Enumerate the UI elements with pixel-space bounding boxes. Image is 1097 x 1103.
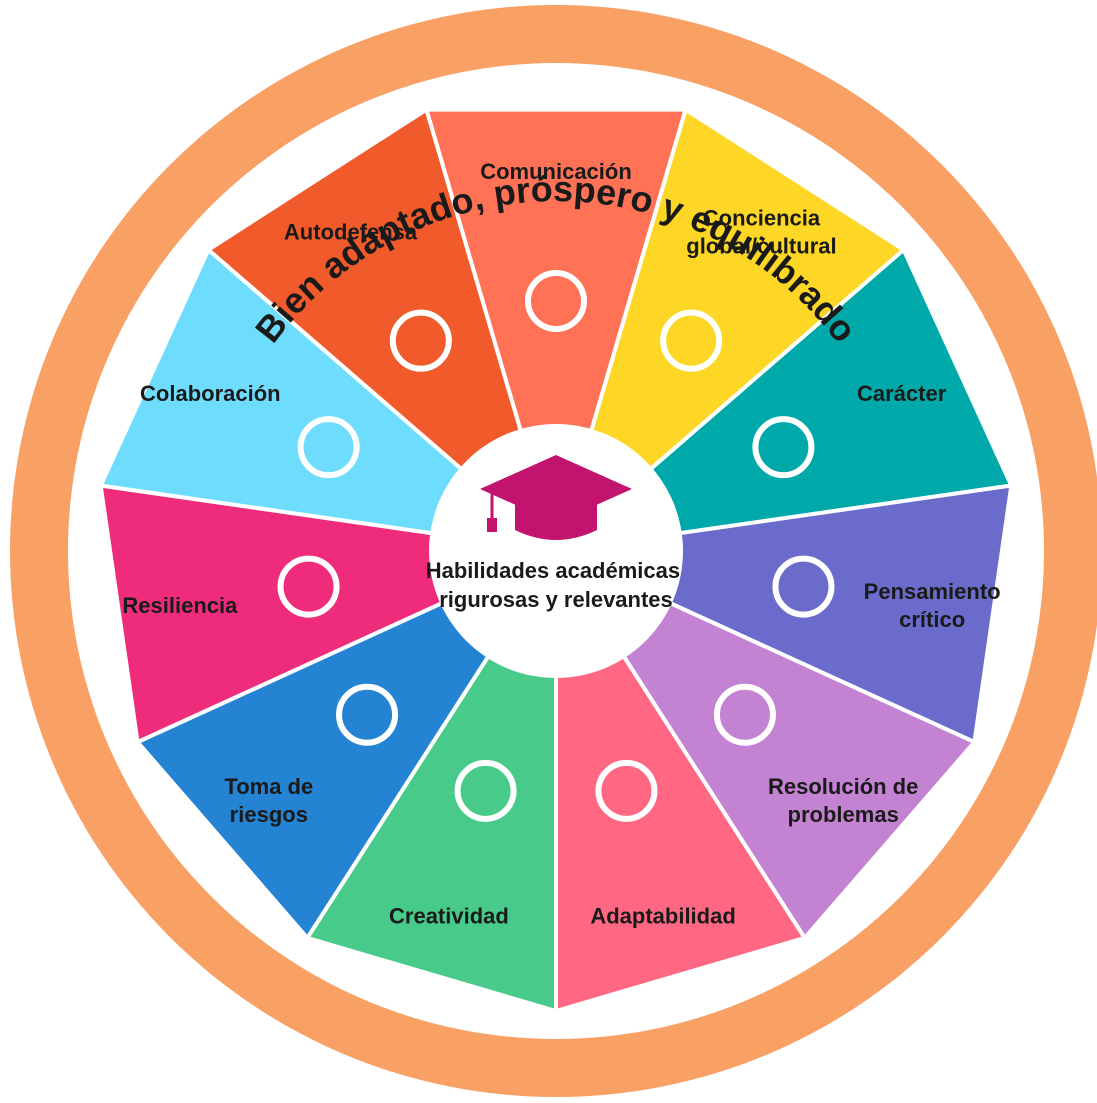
label-comunicacion: Comunicación [480, 159, 632, 184]
speech-bubbles-icon [525, 270, 587, 332]
scales-icon [752, 416, 815, 479]
gears-icon [772, 555, 835, 618]
label-creatividad: Creatividad [389, 904, 509, 929]
bounce-arrow-icon [277, 555, 340, 618]
branching-arrows-icon [595, 759, 658, 822]
label-colaboracion: Colaboración [140, 381, 281, 406]
high-five-icon [297, 416, 360, 479]
tightrope-walker-icon [336, 683, 399, 746]
open-box-star-icon [454, 759, 517, 822]
segment-autodefensa [205, 106, 560, 557]
flag-climber-icon [389, 309, 452, 372]
label-adaptabilidad: Adaptabilidad [590, 904, 735, 929]
center-label: Habilidades académicas rigurosas y relev… [426, 558, 686, 612]
label-resiliencia: Resiliencia [122, 593, 238, 618]
graduation-cap-icon [480, 455, 632, 540]
label-autodefensa: Autodefensa [284, 219, 418, 244]
puzzle-icon [713, 683, 776, 746]
label-caracter: Carácter [857, 381, 947, 406]
globe-icon [660, 309, 723, 372]
